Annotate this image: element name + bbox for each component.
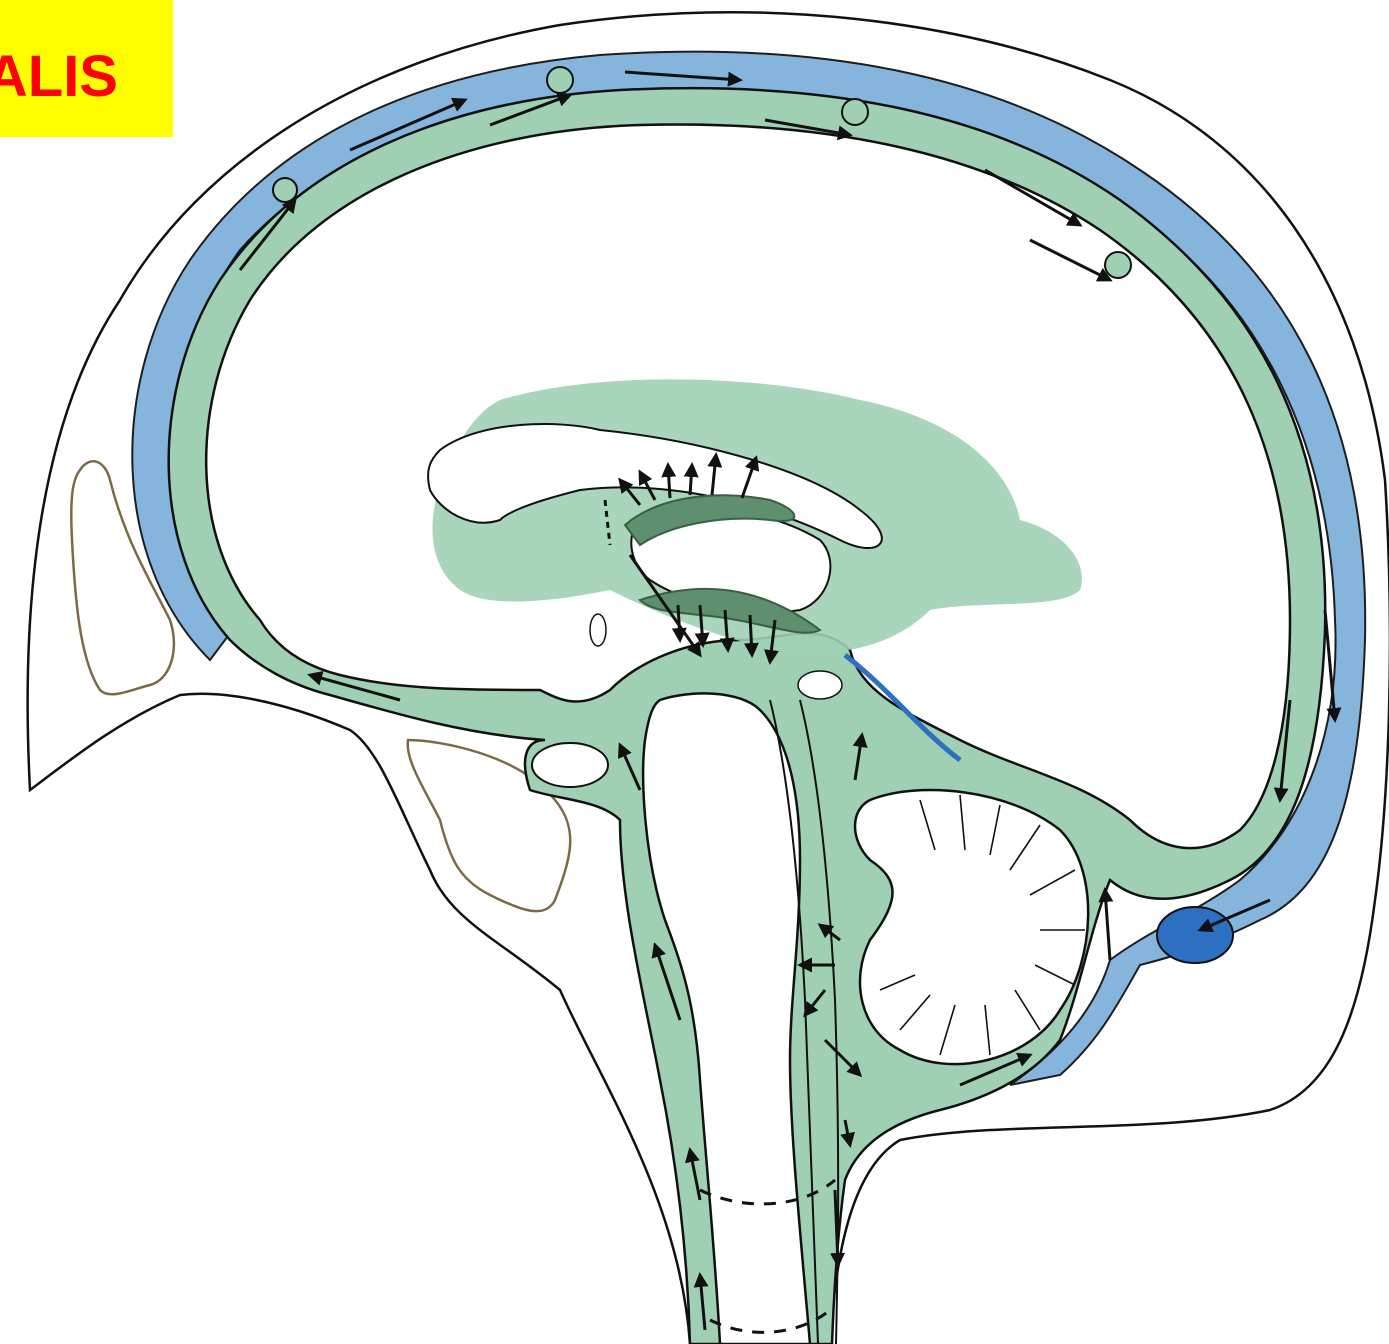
pituitary-fossa — [532, 743, 608, 787]
label-text: ALIS — [0, 48, 118, 106]
label-banner: ALIS — [0, 0, 173, 137]
mamillary-body — [798, 671, 842, 699]
confluence-of-sinuses — [1157, 907, 1233, 963]
optic-chiasm — [590, 614, 606, 646]
